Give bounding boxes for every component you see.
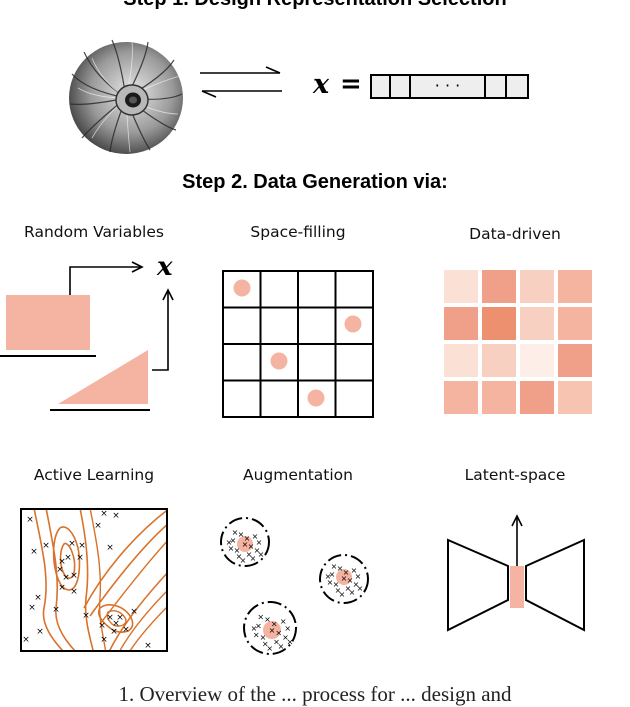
label-data-driven: Data-driven [421,225,609,243]
sample-point [345,316,362,333]
sample-marker: × [94,521,102,531]
augmented-sample-marker: × [258,550,265,559]
step2-title: Step 2. Data Generation via: [0,171,630,194]
augmented-sample-marker: × [287,637,294,646]
sample-marker: × [116,613,124,623]
augmented-sample-marker: × [257,613,264,622]
sample-marker: × [144,641,152,651]
sample-marker: × [64,553,72,563]
heatmap-cell [558,270,592,303]
sample-marker: × [78,541,86,551]
heatmap-cell [558,344,592,377]
augmented-sample-marker: × [269,626,276,635]
sample-marker: × [122,625,130,635]
augmented-sample-marker: × [349,588,356,597]
heatmap-cell [520,270,554,303]
sample-marker: × [22,635,30,645]
augmentation-diagram: ××××××××××××××××××××××××××××××××××××××××… [212,510,387,660]
sample-marker: × [130,607,138,617]
augmented-sample-marker: × [275,628,282,637]
label-space-filling: Space-filling [204,223,392,241]
rv-rectangle-shape [6,295,90,350]
augmented-sample-marker: × [264,615,271,624]
sample-marker: × [36,627,44,637]
heatmap-cell [444,344,478,377]
augmented-sample-marker: × [256,538,263,547]
heatmap-cell [520,307,554,340]
sample-marker: × [70,587,78,597]
bidirectional-arrows [196,64,286,104]
turbine-image [66,38,186,156]
heatmap-cell [482,270,516,303]
augmented-sample-marker: × [250,554,257,563]
augmented-sample-marker: × [232,528,239,537]
figure-caption: 1. Overview of the ... process for ... d… [0,682,630,707]
heatmap-cell [558,381,592,414]
label-latent-space: Latent-space [421,466,609,484]
sample-marker: × [62,573,70,583]
heatmap-cell [520,344,554,377]
sample-marker: × [110,627,118,637]
sample-marker: × [68,539,76,549]
label-augmentation: Augmentation [204,466,392,484]
label-active-learning: Active Learning [0,466,188,484]
equation-equals: = [340,69,362,99]
sample-marker: × [26,515,34,525]
decoder-shape [526,540,584,630]
augmented-sample-marker: × [339,590,346,599]
sample-marker: × [100,635,108,645]
augmented-sample-marker: × [251,624,258,633]
sample-marker: × [52,605,60,615]
sample-marker: × [82,611,90,621]
sample-marker: × [30,547,38,557]
equation-lhs: x [313,70,329,100]
rv-x-symbol: x [157,252,173,282]
augmented-sample-marker: × [357,584,364,593]
heatmap-cell [482,381,516,414]
sample-marker: × [112,511,120,521]
augmented-sample-marker: × [266,644,273,653]
heatmap-cell [482,344,516,377]
heatmap-cell [444,270,478,303]
rv-triangle-shape [58,350,148,404]
sample-marker: × [28,603,36,613]
data-driven-heatmap [444,270,594,416]
sample-point [271,353,288,370]
sample-marker: × [42,541,50,551]
heatmap-cell [558,307,592,340]
sample-marker: × [98,621,106,631]
heatmap-cell [444,307,478,340]
sample-marker: × [70,571,78,581]
augmented-sample-marker: × [278,642,285,651]
augmented-sample-marker: × [325,572,332,581]
augmented-sample-marker: × [284,624,291,633]
augmented-sample-marker: × [331,562,338,571]
sample-point [308,390,325,407]
augmented-sample-marker: × [355,572,362,581]
heatmap-cell [482,307,516,340]
augmented-sample-marker: × [242,540,249,549]
label-random-variables: Random Variables [0,223,188,241]
sample-marker: × [58,583,66,593]
heatmap-cell [520,381,554,414]
sample-marker: × [76,553,84,563]
augmented-sample-marker: × [341,574,348,583]
step1-title: Step 1. Design Representation Selection [0,0,630,11]
sample-point [234,280,251,297]
sample-marker: × [100,509,108,519]
latent-space-autoencoder [444,512,594,642]
sample-marker: × [34,593,42,603]
space-filling-grid [222,270,376,420]
encoder-shape [448,540,508,630]
active-learning-contour-plot: ×××××××××××××××××××××××××××××××× [20,508,170,654]
sample-marker: × [106,543,114,553]
vector-ellipsis: · · · [410,74,485,98]
augmented-sample-marker: × [226,538,233,547]
latent-bottleneck [510,566,524,608]
augmented-sample-marker: × [240,556,247,565]
heatmap-cell [444,381,478,414]
